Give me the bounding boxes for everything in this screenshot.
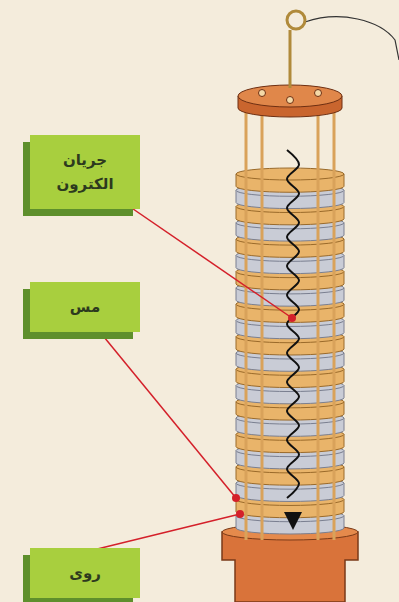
callout-box: مس	[30, 282, 140, 332]
base	[222, 532, 358, 602]
screw	[259, 90, 266, 97]
leader-dot	[288, 314, 296, 322]
leader-line	[95, 326, 236, 498]
rod	[333, 100, 336, 540]
top-plate-face	[238, 85, 342, 107]
leader-line	[120, 200, 292, 318]
wire	[305, 17, 399, 60]
leader-dot	[236, 510, 244, 518]
callout-label: جریان الکترون	[38, 148, 132, 196]
screw	[315, 90, 322, 97]
callout-box: جریان الکترون	[30, 135, 140, 209]
disc-stack	[236, 168, 344, 534]
screw	[287, 97, 294, 104]
arrow-head	[284, 512, 302, 530]
flow-arrow	[287, 150, 299, 498]
callout-box: روی	[30, 548, 140, 598]
leader-dot	[232, 494, 240, 502]
callout-label: مس	[70, 295, 101, 319]
rod	[317, 100, 320, 540]
leader-lines	[85, 200, 296, 552]
callout-label: روی	[69, 561, 101, 585]
hook-stem	[289, 30, 292, 88]
rod	[245, 100, 248, 540]
pile-illustration	[222, 11, 399, 602]
leader-line	[85, 514, 240, 552]
rod	[261, 100, 264, 540]
hook-ring	[287, 11, 305, 29]
